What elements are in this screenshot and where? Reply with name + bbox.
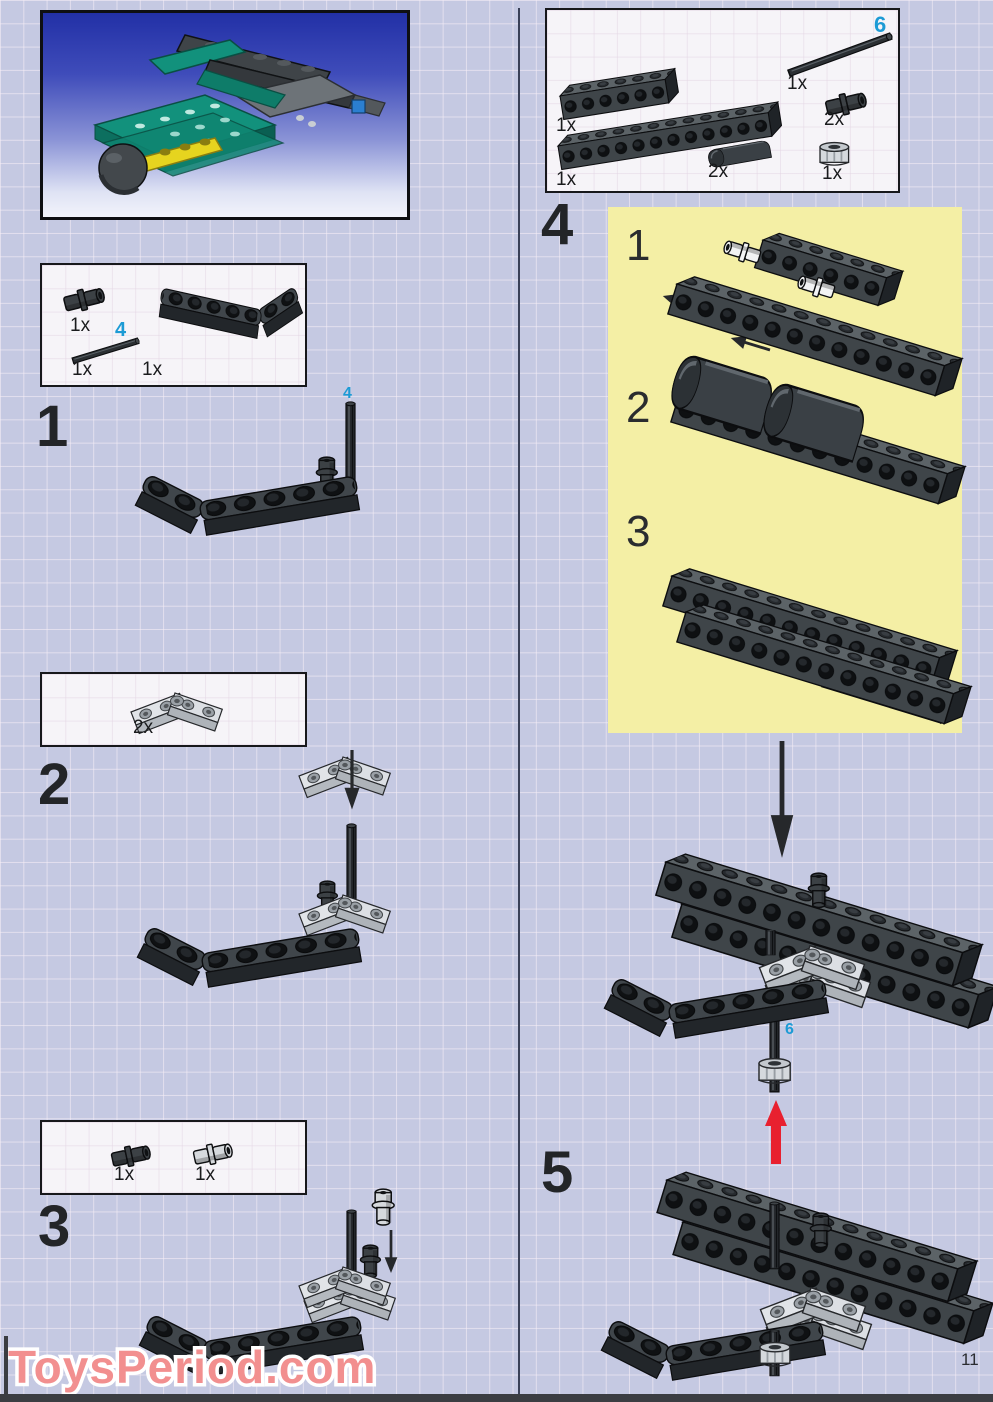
step-1-number: 1 [36,394,69,459]
angled-beam-icon [132,473,362,537]
part-count-label: 1x [114,1164,135,1185]
column-divider-line [518,8,520,1402]
angled-beam-icon [134,925,364,989]
step4-substep3-drawing [662,563,972,729]
corner-plate-icon [298,756,391,799]
brick-1x6-icon [558,68,681,121]
bush-icon [758,1057,792,1085]
parts-box-step1 [40,263,307,387]
gray-pin-icon [371,1188,395,1226]
part-count-label: 1x [70,315,91,336]
part-count-label: 1x [195,1164,216,1185]
watermark: ToysPeriod.com [5,1338,379,1397]
part-count-label: 1x [72,359,93,380]
step-3-number: 3 [38,1194,71,1259]
step1-assembly-drawing [132,401,362,537]
axle-6-icon [769,1201,780,1270]
page-bottom-edge [0,1394,993,1402]
part-count-label: 1x [556,169,577,190]
axle-callout: 6 [874,12,887,37]
watermark-text: ToysPeriod.com [8,1341,376,1393]
parts-box-step3 [40,1120,307,1195]
axle-6-icon [787,31,894,78]
down-arrow-icon [384,1230,398,1274]
axle-callout: 4 [115,319,127,341]
step-5-number: 5 [541,1140,574,1205]
black-pin-icon [61,283,108,316]
part-count-label: 1x [142,359,163,380]
part-count-label: 2x [133,717,154,738]
white-pin-icon [721,236,763,267]
bush-icon [819,141,850,166]
angled-beam-icon [601,976,831,1040]
axle-callout: 6 [785,1021,794,1038]
step2-assembly-drawing [134,750,391,989]
part-count-label: 2x [708,161,729,182]
axle-callout: 4 [343,385,352,402]
page-number: 11 [961,1350,979,1369]
step5-assembly-drawing [598,1166,993,1382]
part-count-label: 1x [822,163,843,184]
red-up-arrow-icon [765,1100,787,1164]
substep-1-number: 1 [626,221,651,270]
part-count-label: 2x [824,109,845,130]
step-2-number: 2 [38,752,71,817]
model-preview-drawing [92,34,386,195]
step-4-number: 4 [541,192,574,257]
bush-icon [759,1341,791,1368]
down-arrow-icon [770,741,794,858]
axle-tip-icon [765,929,776,956]
angled-beam-icon [598,1318,828,1382]
page-left-edge [4,1336,8,1402]
step4-result-drawing [601,848,993,1164]
part-count-label: 1x [787,73,808,94]
axle-icon [345,401,356,487]
black-pin-icon [359,1244,382,1279]
part-count-label: 1x [556,115,577,136]
axle-icon [346,823,357,909]
substep-2-number: 2 [626,383,651,432]
angled-beam-icon [157,285,305,340]
substep-3-number: 3 [626,507,651,556]
